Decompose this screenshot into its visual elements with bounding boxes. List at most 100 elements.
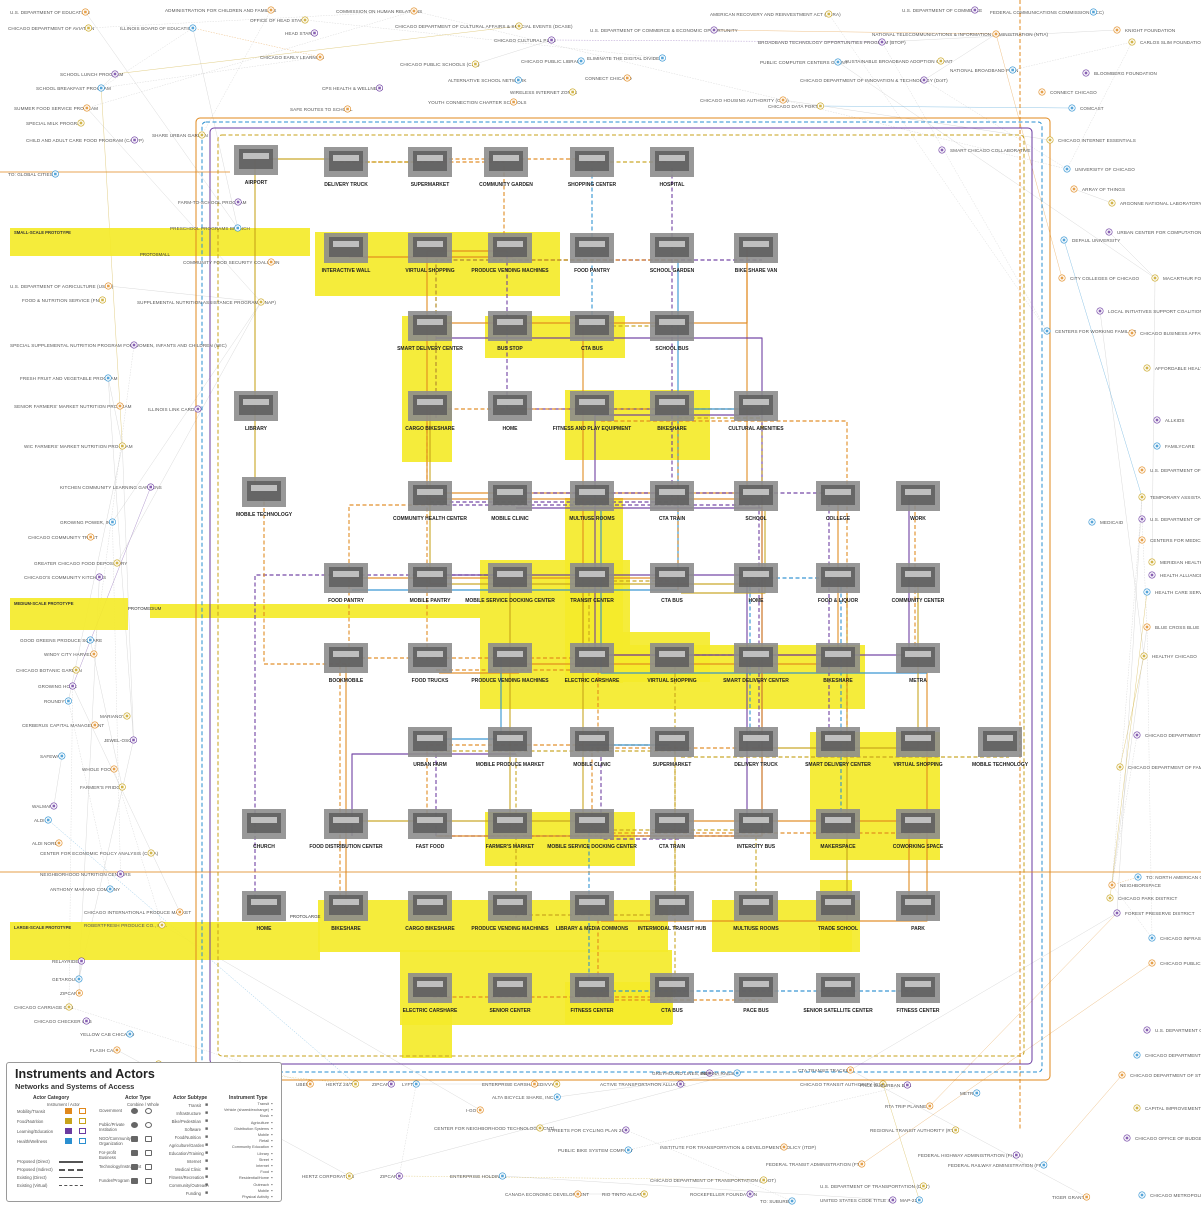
legend-line-sample <box>59 1169 83 1171</box>
instrument-photo-highlight <box>905 981 931 987</box>
actor-label: ELIMINATE THE DIGITAL DIVIDE <box>587 56 659 61</box>
instrument-photo-highlight <box>579 489 605 495</box>
actor-icon-glyph <box>85 1020 88 1023</box>
actor-edge <box>882 42 1047 331</box>
actor-icon-glyph <box>1146 1029 1149 1032</box>
actor-node: INDIANA RAILS <box>700 1070 740 1076</box>
actor-icon-glyph <box>1151 962 1154 965</box>
actor-icon <box>105 375 111 381</box>
actor-icon <box>920 1183 926 1189</box>
actor-icon <box>92 722 98 728</box>
actor-icon-glyph <box>1066 168 1069 171</box>
actor-icon <box>575 1191 581 1197</box>
legend-type-filled <box>131 1178 138 1184</box>
instrument-photo-highlight <box>579 981 605 987</box>
actor-icon-glyph <box>762 1179 765 1182</box>
actor-icon-glyph <box>150 852 153 855</box>
actor-node: WIRELESS INTERNET ZONES <box>510 89 577 95</box>
legend-instrument-icon: ▪ <box>271 1132 273 1137</box>
instrument-node: CARGO BIKESHARE <box>405 391 455 432</box>
actor-node: ALTA BICYCLE SHARE, INC. <box>492 1094 560 1100</box>
actor-label: FOREST PRESERVE DISTRICT <box>1125 911 1195 916</box>
instrument-label: CTA TRAIN <box>659 844 686 850</box>
actor-icon-glyph <box>533 1083 536 1086</box>
legend-category-label: Health/Wellness <box>17 1139 47 1144</box>
legend-instrument-label: Agriculture <box>219 1121 269 1125</box>
actor-label: TO: GLOBAL CITIES <box>8 172 53 177</box>
actor-icon <box>780 97 786 103</box>
actor-icon <box>235 225 241 231</box>
actor-icon-glyph <box>1011 69 1014 72</box>
legend-instrument-label: Food <box>219 1170 269 1174</box>
actor-icon <box>131 342 137 348</box>
actor-node: U.S. DEPARTMENT OF HEALTH & HUMAN SERVIC… <box>1139 516 1201 522</box>
instrument-photo-highlight <box>417 241 443 247</box>
actor-node: FARMER'S FRIDGE <box>80 784 125 790</box>
actor-label: CHICAGO BUSINESS AFFAIRS & CONSUMER PROT… <box>1140 331 1201 336</box>
actor-icon-glyph <box>479 1109 482 1112</box>
actor-icon-glyph <box>107 377 110 380</box>
actor-node: STREETS FOR CYCLING PLAN 2020 <box>548 1127 630 1133</box>
actor-node: DIVVY <box>540 1081 560 1087</box>
instrument-label: BIKESHARE <box>823 678 853 684</box>
actor-label: UNITED STATES CODE TITLE 49 <box>820 1198 893 1203</box>
actor-label: CHICAGO METROPOLITAN AGENCY FOR PLANNING… <box>1150 1193 1201 1198</box>
instrument-label: CTA BUS <box>581 346 603 352</box>
instrument-label: MULTIUSE ROOMS <box>569 516 615 522</box>
actor-label: PACE SUBURBAN BUS <box>860 1083 911 1088</box>
instrument-photo-highlight <box>905 817 931 823</box>
instrument-node: MOBILE TECHNOLOGY <box>972 727 1029 768</box>
actor-icon-glyph <box>940 60 943 63</box>
actor-label: TO: NORTH AMERICAN CITIES <box>1146 875 1201 880</box>
actor-icon <box>817 103 823 109</box>
actor-node: SPECIAL MILK PROGRAM <box>26 120 84 126</box>
instrument-photo-highlight <box>333 817 359 823</box>
actor-icon-glyph <box>93 653 96 656</box>
actor-node: NEIGHBORHOOD NUTRITION CENTERS <box>40 871 131 877</box>
legend-type-filled <box>131 1136 138 1142</box>
actor-icon <box>59 753 65 759</box>
actor-label: CENTER FOR ECONOMIC POLICY ANALYSIS (CEP… <box>40 851 159 856</box>
legend-type-label: Technology/Instrument <box>99 1165 131 1170</box>
actor-label: GROWING POWER, INC. <box>60 520 115 525</box>
legend-line-sample <box>59 1185 83 1186</box>
actor-icon-glyph <box>121 445 124 448</box>
actor-icon-glyph <box>197 408 200 411</box>
instrument-photo-highlight <box>659 399 685 405</box>
actor-node: CHICAGO DEPARTMENT OF INNOVATION & TECHN… <box>800 77 948 83</box>
actor-node: HEALTHY CHICAGO <box>1141 653 1198 659</box>
actor-icon <box>66 1004 72 1010</box>
actor-node: SUSTAINABLE BROADBAND ADOPTION GRANT <box>845 58 953 64</box>
actor-icon-glyph <box>1154 277 1157 280</box>
actor-label: CARLOS SLIM FOUNDATION <box>1140 40 1201 45</box>
actor-icon-glyph <box>67 700 70 703</box>
actor-icon <box>625 1147 631 1153</box>
instrument-photo-highlight <box>497 319 523 325</box>
actor-node: CHICAGO COMMUNITY TRUST <box>28 534 98 540</box>
instrument-label: INTERACTIVE WALL <box>322 268 371 274</box>
legend-category-swatch <box>65 1138 72 1144</box>
actor-label: CHICAGO BOTANIC GARDEN <box>16 668 82 673</box>
actor-label: CHICAGO PUBLIC SCHOOLS (CPS) <box>400 62 480 67</box>
actor-icon <box>537 1125 543 1131</box>
instrument-photo-highlight <box>243 399 269 405</box>
actor-icon-glyph <box>179 911 182 914</box>
actor-edge <box>883 1084 919 1200</box>
actor-node: CHICAGO INTERNATIONAL PRODUCE MARKET <box>84 909 191 915</box>
instrument-label: TRANSIT CENTER <box>570 598 614 604</box>
actor-icon-glyph <box>87 27 90 30</box>
actor-label: FRESH FRUIT AND VEGETABLE PROGRAM <box>20 376 118 381</box>
actor-edge <box>820 106 1072 108</box>
actor-icon-glyph <box>1136 1054 1139 1057</box>
actor-icon <box>111 766 117 772</box>
actor-icon-glyph <box>84 11 87 14</box>
instrument-photo-highlight <box>743 735 769 741</box>
legend-type-filled <box>131 1122 138 1128</box>
actor-icon-glyph <box>941 149 944 152</box>
actor-icon <box>1144 1027 1150 1033</box>
instrument-node: BOOKMOBILE <box>324 643 368 684</box>
actor-icon-glyph <box>849 1069 852 1072</box>
actor-label: U.S. DEPARTMENT OF AGING <box>1155 1028 1201 1033</box>
actor-label: RELAYRIDES <box>52 959 82 964</box>
